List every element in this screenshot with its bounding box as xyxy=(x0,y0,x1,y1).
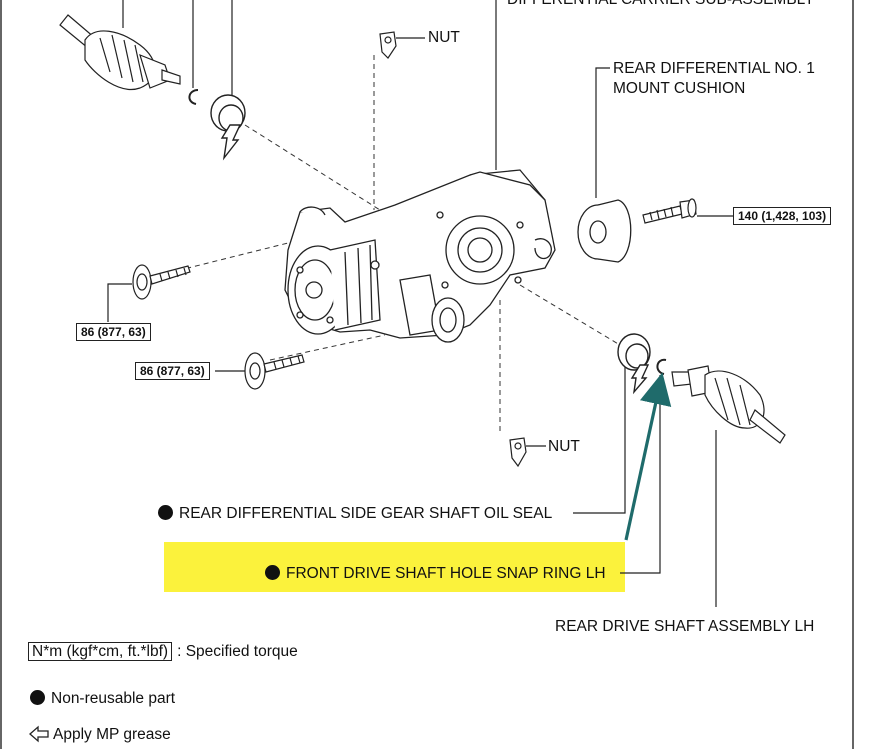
dash-right-seal xyxy=(519,284,621,346)
dash-left-bolt-lower xyxy=(269,334,386,361)
dash-left-bolt-upper xyxy=(159,239,301,276)
differential-carrier xyxy=(284,169,556,343)
nonreusable-dot-icon xyxy=(158,505,173,520)
left-bolt-upper xyxy=(132,264,191,300)
torque-cushion-bolt: 140 (1,428, 103) xyxy=(733,207,832,225)
grease-arrow-icon xyxy=(29,725,49,743)
torque-left-bolt-upper: 86 (877, 63) xyxy=(76,323,151,341)
torque-left-bolt-lower: 86 (877, 63) xyxy=(135,362,210,380)
label-carrier: DIFFERENTIAL CARRIER SUB-ASSEMBLY xyxy=(507,0,814,9)
nut-top-part xyxy=(379,31,397,59)
cushion-bolt xyxy=(642,198,697,224)
label-nut-bottom: NUT xyxy=(548,438,580,455)
leader-snap-ring xyxy=(620,375,661,574)
left-oil-seal xyxy=(210,94,246,161)
legend-nonreusable-text: Non-reusable part xyxy=(51,690,176,707)
right-drive-shaft xyxy=(671,365,786,444)
label-oil-seal: REAR DIFFERENTIAL SIDE GEAR SHAFT OIL SE… xyxy=(158,505,552,523)
legend-torque-text: : Specified torque xyxy=(177,643,298,660)
dash-left-seal xyxy=(244,124,381,211)
legend-torque: N*m (kgf*cm, ft.*lbf): Specified torque xyxy=(28,642,298,661)
label-nut-top: NUT xyxy=(428,29,460,46)
left-snap-ring xyxy=(188,89,199,105)
label-drive-shaft: REAR DRIVE SHAFT ASSEMBLY LH xyxy=(555,618,815,635)
legend-nonreusable: Non-reusable part xyxy=(30,690,175,708)
label-cushion-line1: REAR DIFFERENTIAL NO. 1 xyxy=(613,60,815,77)
mount-cushion xyxy=(577,199,632,263)
callout-arrow xyxy=(624,372,672,541)
legend-dot-icon xyxy=(30,690,45,705)
label-cushion-line2: MOUNT CUSHION xyxy=(613,80,746,97)
legend-grease: Apply MP grease xyxy=(53,726,171,743)
left-bolt-lower xyxy=(244,352,305,390)
leader-cushion xyxy=(595,67,610,198)
nonreusable-dot-icon xyxy=(265,565,280,580)
right-oil-seal xyxy=(617,333,651,395)
nut-bottom-part xyxy=(509,437,527,468)
legend-torque-box: N*m (kgf*cm, ft.*lbf) xyxy=(28,642,173,661)
leader-oil-seal xyxy=(573,365,626,514)
right-snap-ring xyxy=(656,358,667,375)
label-snap-ring: FRONT DRIVE SHAFT HOLE SNAP RING LH xyxy=(265,565,606,583)
left-drive-shaft xyxy=(59,14,181,90)
leader-left-bolt-upper xyxy=(107,283,132,322)
snap-ring-highlight xyxy=(164,542,625,592)
